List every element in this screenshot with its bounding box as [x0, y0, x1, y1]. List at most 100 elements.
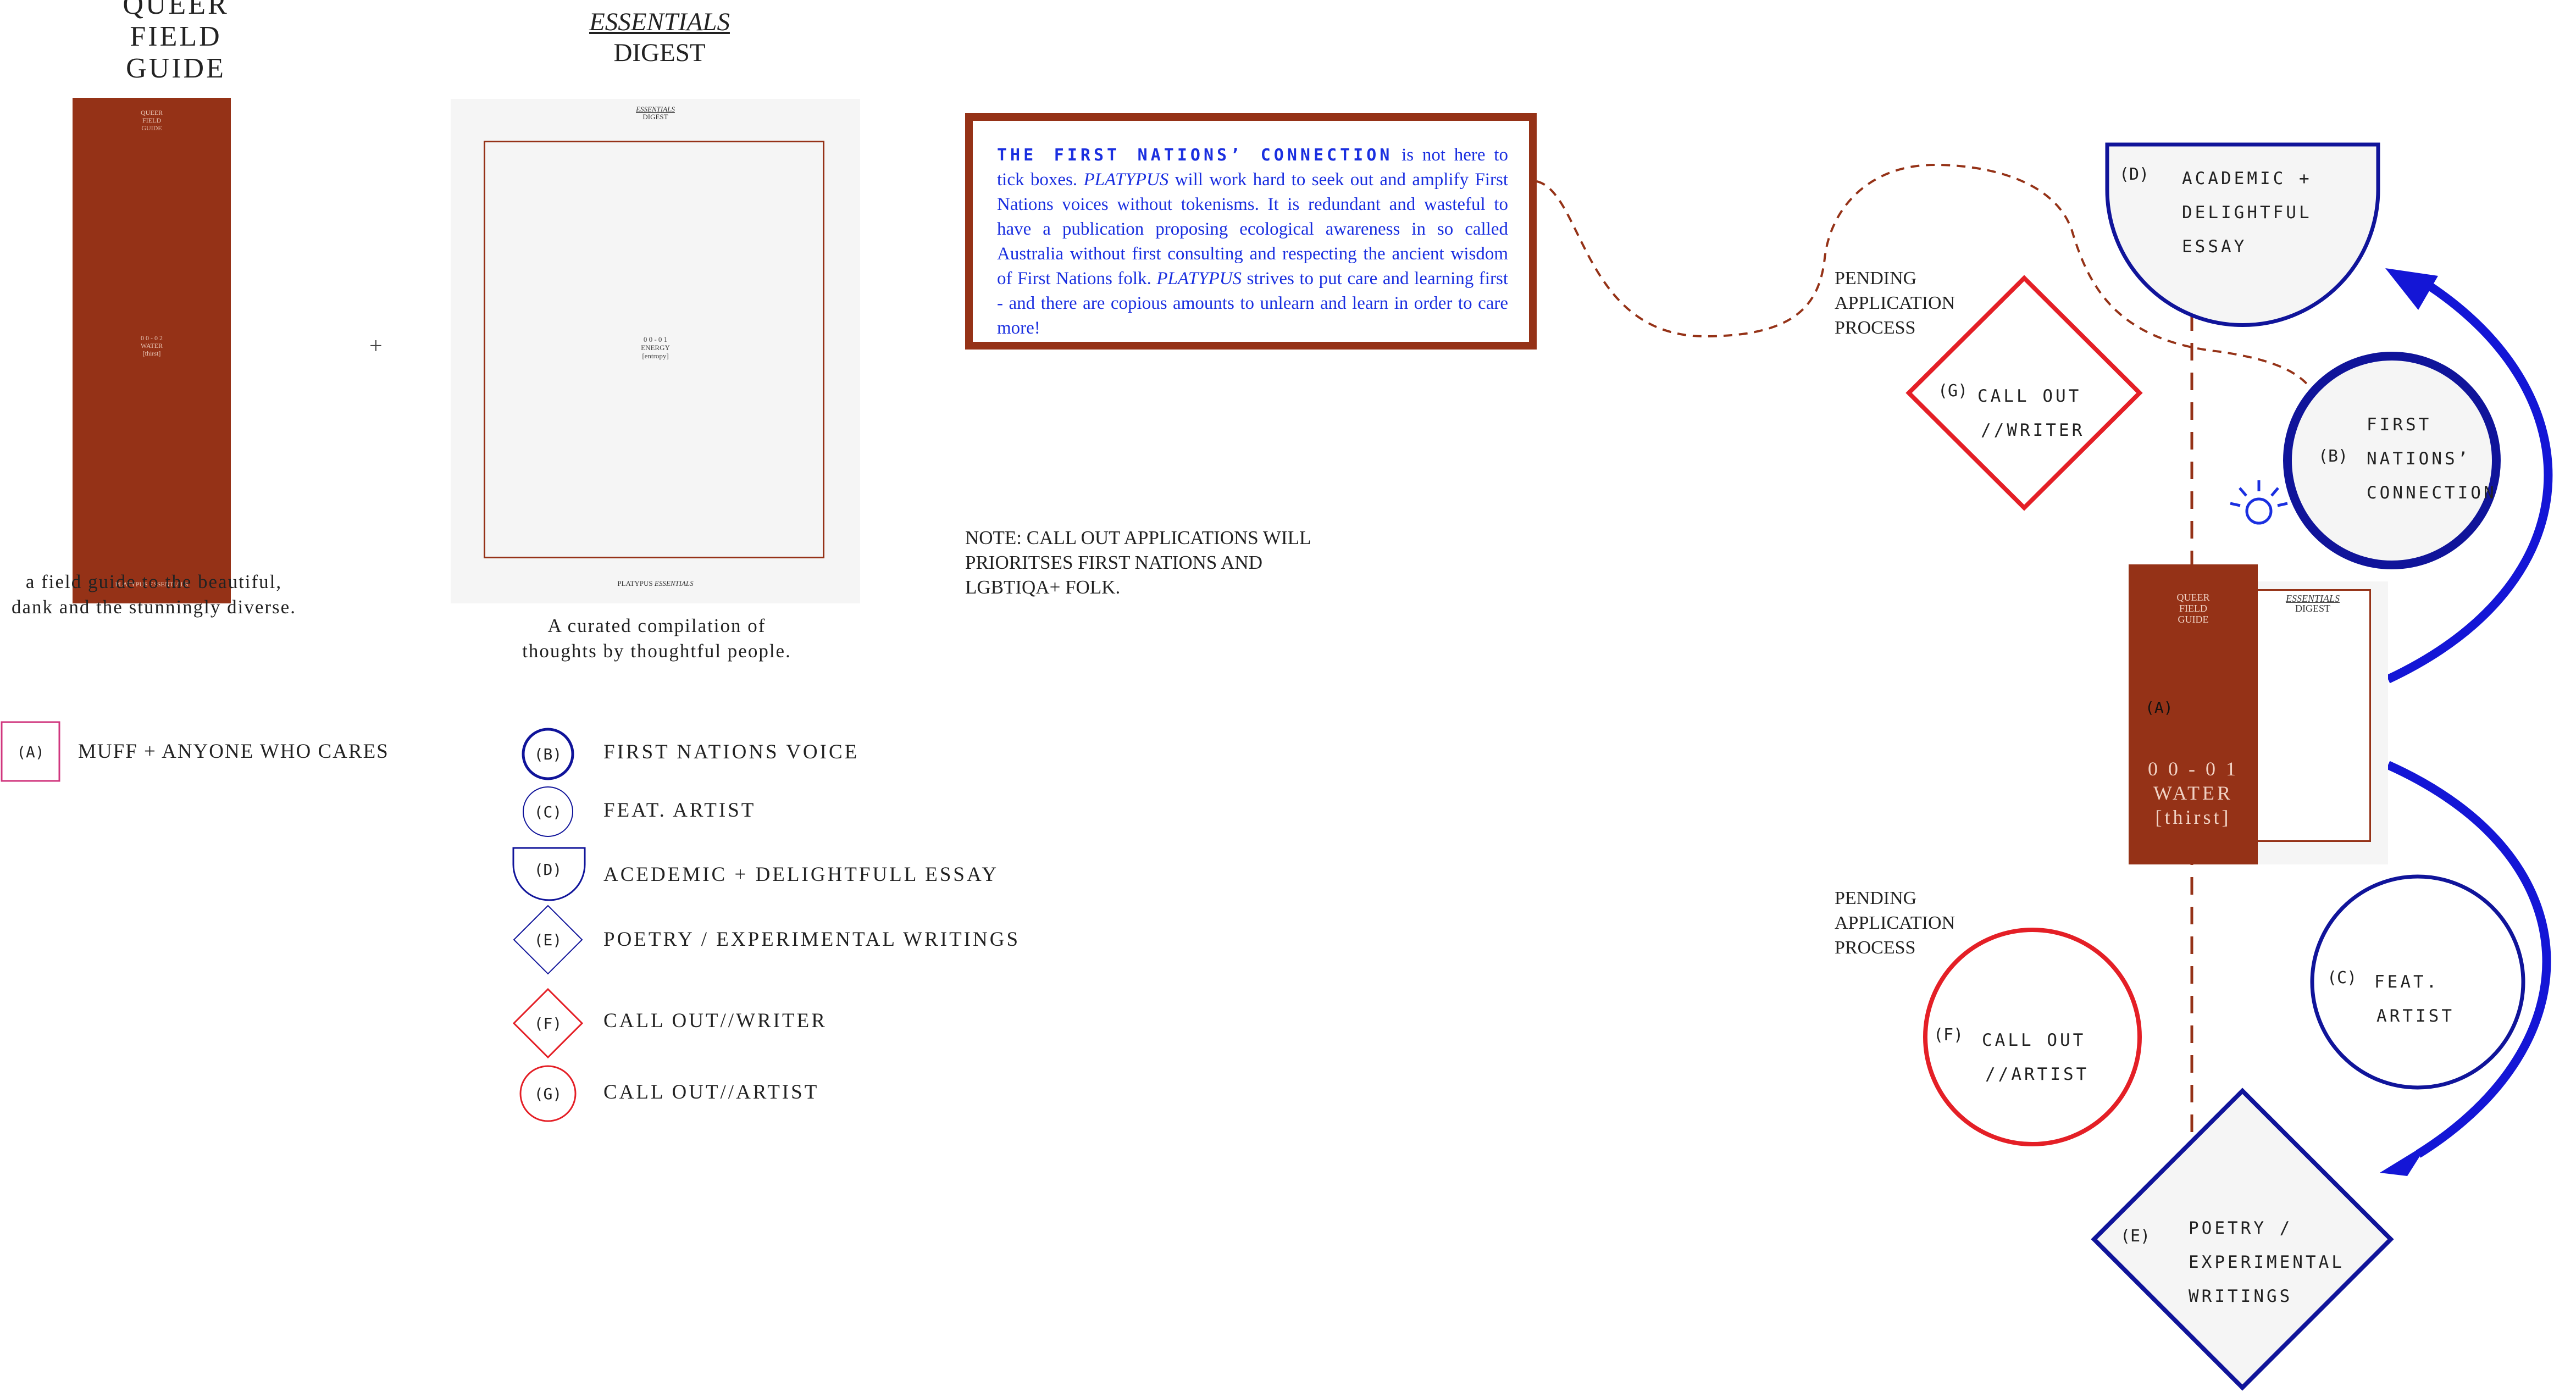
qfg-cover-title: QUEER FIELD GUIDE: [73, 109, 231, 132]
qfg-cover-issue-line-3: [thirst]: [142, 350, 161, 357]
qfg-cover-footer: PLATYPUS ESSENTIALS: [115, 580, 189, 588]
f-label-line-2: //ARTIST: [1985, 1064, 2090, 1084]
qfg-cover-title-line-1: QUEER: [141, 109, 163, 117]
b-label-line-2: NATIONS’: [2367, 449, 2471, 469]
arrow-to-d: [2386, 282, 2553, 684]
qfg-title: QUEER FIELD GUIDE: [88, 0, 264, 85]
first-nations-box: THE FIRST NATIONS’ CONNECTION is not her…: [965, 113, 1537, 350]
e-label-line-1: POETRY /: [2189, 1218, 2293, 1238]
digest-title: ESSENTIALS DIGEST: [528, 7, 791, 68]
b-label-line-1: FIRST: [2367, 415, 2432, 435]
qfg-caption-line-1: a field guide to the beautiful,: [25, 571, 282, 592]
legend-e-tag: (E): [534, 931, 562, 949]
center-qfg-issue-line-2: WATER: [2153, 782, 2233, 804]
qfg-cover: QUEER FIELD GUIDE 0 0 - 0 2 WATER [thirs…: [73, 98, 231, 603]
plus-sign: +: [369, 334, 383, 359]
digest-cover-issue-line-2: ENERGY: [641, 343, 670, 352]
center-a-tag: (A): [2145, 698, 2173, 717]
digest-cover-issue-line-1: 0 0 - 0 1: [643, 335, 668, 343]
qfg-cover-title-line-2: FIELD: [142, 117, 161, 124]
digest-caption-line-2: thoughts by thoughtful people.: [522, 640, 791, 662]
digest-cover-issue: 0 0 - 0 1 ENERGY [entropy]: [451, 335, 860, 360]
legend-e-label: POETRY / EXPERIMENTAL WRITINGS: [603, 928, 1021, 951]
digest-cover-footer-1: PLATYPUS: [617, 579, 655, 587]
g-label-line-1: CALL OUT: [1977, 386, 2082, 406]
center-digest-title: ESSENTIALS DIGEST: [2258, 594, 2368, 613]
f-label: CALL OUT //ARTIST: [1982, 1023, 2089, 1091]
digest-cover-footer-2: ESSENTIALS: [654, 579, 694, 587]
qfg-title-line-1: QUEER: [123, 0, 229, 20]
legend-c-tag: (C): [534, 803, 562, 821]
arrowhead-to-e: [2380, 1143, 2428, 1176]
center-qfg-title-line-3: GUIDE: [2178, 614, 2209, 625]
center-qfg-cover: QUEER FIELD GUIDE (A) 0 0 - 0 1 WATER [t…: [2129, 564, 2258, 864]
center-digest-line-2: DIGEST: [2295, 603, 2330, 614]
g-label: CALL OUT //WRITER: [1977, 379, 2085, 447]
first-nations-text-2: will work hard to seek out and amplify F…: [997, 170, 1509, 289]
digest-cover-title: ESSENTIALS DIGEST: [451, 106, 860, 121]
center-digest-cover: ESSENTIALS DIGEST: [2256, 581, 2388, 864]
d-tag: (D): [2119, 165, 2150, 184]
first-nations-text-1: is not here to tick boxes.: [997, 145, 1508, 190]
qfg-caption-line-2: dank and the stunningly diverse.: [12, 596, 296, 618]
qfg-title-line-2: FIELD: [130, 21, 222, 52]
legend-c-label: FEAT. ARTIST: [603, 799, 756, 822]
d-label-line-3: ESSAY: [2182, 237, 2247, 257]
c-circle-shape: [2310, 874, 2525, 1090]
arrow-to-e: [2386, 761, 2551, 1158]
legend-e-diamond: [513, 905, 583, 975]
b-label: FIRST NATIONS’ CONNECTION: [2367, 408, 2497, 510]
e-diamond-shape: [2091, 1088, 2394, 1391]
note-line-3: LGBTIQA+ FOLK.: [965, 576, 1121, 598]
arrowhead-to-d: [2385, 268, 2438, 310]
c-label: FEAT. ARTIST: [2374, 965, 2455, 1033]
legend-d-tag: (D): [534, 861, 562, 879]
first-nations-heading: THE FIRST NATIONS’ CONNECTION: [997, 146, 1393, 165]
e-tag: (E): [2120, 1227, 2151, 1246]
center-qfg-title-line-2: FIELD: [2179, 603, 2207, 614]
qfg-cover-issue-line-1: 0 0 - 0 2: [141, 334, 163, 342]
note-line-1: NOTE: CALL OUT APPLICATIONS WILL: [965, 527, 1311, 548]
g-tag: (G): [1938, 381, 1968, 401]
note-line-2: PRIORITSES FIRST NATIONS AND: [965, 552, 1262, 573]
e-label: POETRY / EXPERIMENTAL WRITINGS: [2189, 1211, 2345, 1313]
digest-cover-frame: [484, 141, 824, 558]
pending-top-line-3: PROCESS: [1835, 318, 1916, 338]
center-digest-line-1: ESSENTIALS: [2285, 593, 2340, 604]
pending-top-line-2: APPLICATION: [1835, 293, 1955, 313]
pending-top-line-1: PENDING: [1835, 268, 1917, 289]
legend-d-label: ACEDEMIC + DELIGHTFULL ESSAY: [603, 863, 999, 886]
legend-b-label: FIRST NATIONS VOICE: [603, 741, 860, 763]
qfg-cover-title-line-3: GUIDE: [141, 124, 162, 132]
digest-cover-title-line-2: DIGEST: [642, 113, 668, 121]
e-label-line-3: WRITINGS: [2189, 1286, 2293, 1306]
pending-bottom-line-2: APPLICATION: [1835, 913, 1955, 933]
digest-cover-footer: PLATYPUS ESSENTIALS: [451, 579, 860, 588]
digest-title-line-1: ESSENTIALS: [589, 8, 730, 36]
digest-caption-line-1: A curated compilation of: [547, 615, 766, 636]
qfg-title-line-3: GUIDE: [126, 53, 226, 84]
f-circle-shape: [1923, 928, 2142, 1146]
center-digest-frame: [2256, 589, 2371, 842]
g-diamond-shape: [1905, 275, 2143, 511]
center-qfg-issue-line-3: [thirst]: [2155, 806, 2231, 828]
pending-label-top: PENDING APPLICATION PROCESS: [1835, 266, 1955, 340]
digest-cover: ESSENTIALS DIGEST 0 0 - 0 1 ENERGY [entr…: [451, 99, 860, 603]
legend-a-label: MUFF + ANYONE WHO CARES: [78, 740, 389, 763]
first-nations-platypus-2: PLATYPUS: [1156, 269, 1242, 289]
legend-b-tag: (B): [534, 745, 562, 763]
qfg-cover-issue-line-2: WATER: [141, 342, 163, 350]
f-tag: (F): [1934, 1025, 1964, 1045]
d-label-line-1: ACADEMIC +: [2182, 169, 2312, 188]
c-tag: (C): [2327, 968, 2357, 988]
digest-cover-issue-line-3: [entropy]: [642, 352, 669, 360]
center-qfg-title-line-1: QUEER: [2176, 592, 2210, 603]
pending-label-bottom: PENDING APPLICATION PROCESS: [1835, 886, 1955, 960]
b-tag: (B): [2318, 447, 2348, 466]
sun-icon: [2230, 480, 2288, 525]
first-nations-platypus-1: PLATYPUS: [1083, 170, 1169, 190]
qfg-caption: a field guide to the beautiful, dank and…: [11, 569, 297, 620]
g-label-line-2: //WRITER: [1981, 420, 2085, 440]
